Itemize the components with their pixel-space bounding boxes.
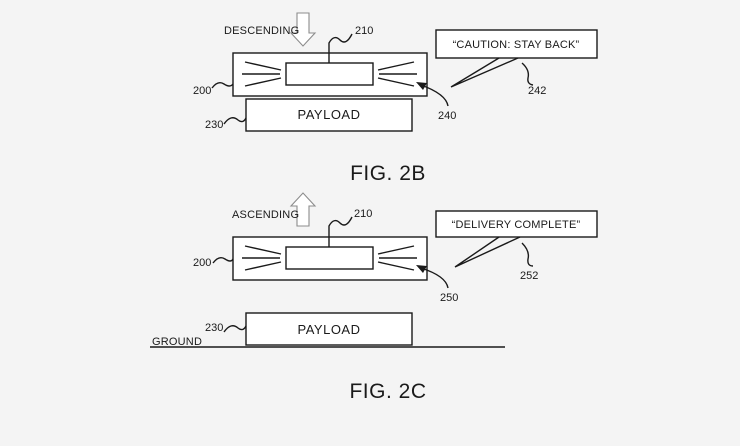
fig-2c: ASCENDING 210 200 PAYLOAD 230 GROUND (150, 192, 598, 403)
figure-caption: FIG. 2B (350, 162, 426, 185)
descending-arrow-icon (289, 12, 317, 47)
figure-caption: FIG. 2C (349, 380, 426, 403)
speech-pointer (454, 236, 521, 268)
speech-pointer (450, 57, 519, 88)
callout-text: “CAUTION: STAY BACK” (453, 39, 580, 51)
ref-210: 210 (354, 208, 372, 220)
callout-box (435, 210, 598, 238)
leader-200 (211, 81, 234, 89)
light-rays-left (242, 245, 282, 271)
ref-200: 200 (193, 257, 211, 269)
leader-230 (223, 325, 247, 333)
light-rays-left (242, 61, 282, 87)
ref-210: 210 (355, 25, 373, 37)
arrowhead-250-icon (416, 265, 427, 273)
leader-230 (223, 117, 247, 125)
arrowhead-240-icon (416, 82, 427, 90)
ref-242: 242 (528, 85, 546, 97)
leader-210 (328, 216, 353, 247)
payload-label: PAYLOAD (298, 322, 361, 337)
leader-252 (521, 242, 534, 267)
payload-label: PAYLOAD (298, 107, 361, 122)
ref-240: 240 (438, 110, 456, 122)
ref-200: 200 (193, 85, 211, 97)
ground-label: GROUND (152, 336, 202, 348)
ascending-arrow-icon (289, 192, 317, 227)
ref-230: 230 (205, 322, 223, 334)
leader-242 (521, 62, 534, 86)
fig-2b: DESCENDING 210 200 PAYLOAD 230 240 (193, 12, 598, 185)
leader-200 (212, 256, 234, 264)
ref-230: 230 (205, 119, 223, 131)
ascending-label: ASCENDING (232, 209, 299, 221)
leader-210 (328, 33, 353, 63)
payload-box (245, 98, 413, 132)
light-rays-right (377, 61, 417, 87)
descending-label: DESCENDING (224, 25, 299, 37)
ref-250: 250 (440, 292, 458, 304)
ref-252: 252 (520, 270, 538, 282)
light-rays-right (377, 245, 417, 271)
display-panel (285, 62, 374, 86)
callout-text: “DELIVERY COMPLETE” (452, 219, 581, 231)
display-panel (285, 246, 374, 270)
payload-box (245, 312, 413, 346)
